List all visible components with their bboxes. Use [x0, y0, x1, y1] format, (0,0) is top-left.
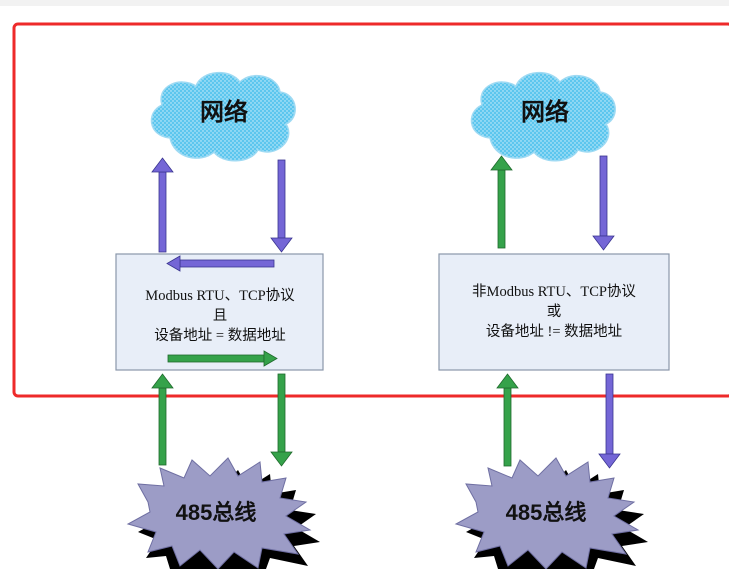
right-network-label: 网络 [521, 98, 569, 126]
right-bus-label: 485总线 [506, 500, 587, 525]
left-arrow-up-to-network [151, 157, 174, 253]
left-arrow-right-inside-box [167, 350, 278, 367]
left-arrow-down-from-network [270, 159, 293, 253]
top-strip [0, 0, 729, 6]
left-box-rect [115, 253, 324, 371]
left-box-line3: 设备地址 = 数据地址 [154, 327, 285, 344]
right-box-line1: 非Modbus RTU、TCP协议 [472, 283, 636, 300]
right-device-box: 非Modbus RTU、TCP协议 或 设备地址 != 数据地址 [438, 253, 670, 371]
left-network-label: 网络 [200, 98, 248, 126]
right-arrow-down-to-bus [598, 373, 621, 469]
right-box-line2: 或 [547, 303, 562, 320]
left-bus-label: 485总线 [176, 500, 257, 525]
right-box-rect [438, 253, 670, 371]
left-device-box: Modbus RTU、TCP协议 且 设备地址 = 数据地址 [115, 253, 324, 371]
right-arrow-up-to-network [490, 155, 513, 249]
right-arrow-up-from-bus [496, 373, 519, 467]
left-network-cloud: 网络 [150, 72, 296, 162]
right-box-line3: 设备地址 != 数据地址 [486, 323, 622, 340]
left-485-bus-burst: 485总线 [126, 457, 320, 569]
right-network-cloud: 网络 [470, 72, 616, 162]
right-485-bus-burst: 485总线 [454, 457, 648, 569]
left-box-line1: Modbus RTU、TCP协议 [145, 287, 295, 304]
left-arrow-down-to-bus [270, 373, 293, 467]
highlight-frame [12, 22, 729, 398]
left-arrow-left-inside-box [166, 255, 275, 272]
left-arrow-up-from-bus [151, 373, 174, 466]
left-box-line2: 且 [213, 308, 228, 324]
right-arrow-down-from-network [592, 155, 615, 251]
